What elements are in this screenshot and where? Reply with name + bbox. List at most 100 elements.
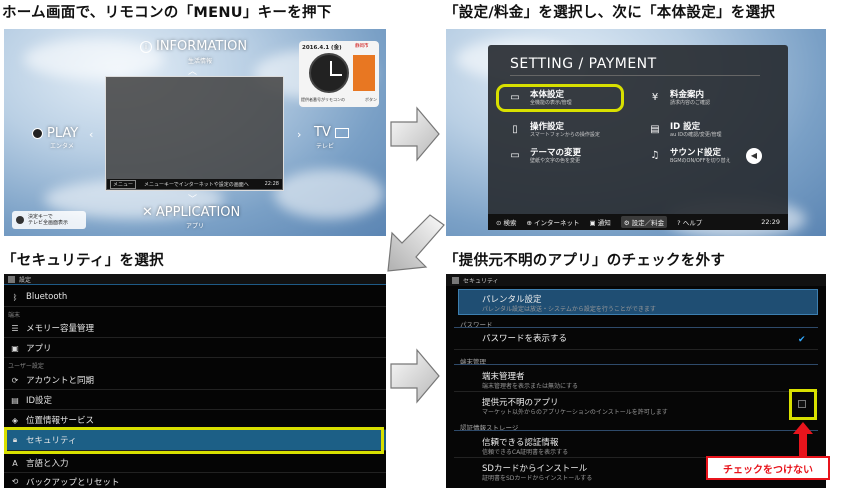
device-admin-sub: 端末管理者を表示または無効にする (482, 383, 579, 390)
settings-list-screen: 設定 ᛒ Bluetooth 端末 ☰ メモリー容量管理 ▣ アプリ ユーザー設… (4, 274, 386, 488)
row-label: バックアップとリセット (26, 477, 120, 488)
row-label: 位置情報サービス (26, 416, 95, 426)
setting-title: SETTING / PAYMENT (510, 56, 657, 72)
section-device: 端末管理 (460, 358, 486, 366)
play-sub: エンタメ (50, 143, 74, 150)
bar-notify-label: 通知 (597, 219, 611, 227)
row-account-sync[interactable]: ⟳ アカウントと同期 (4, 371, 386, 390)
smartphone-icon: ▯ (512, 124, 518, 135)
item-label: 操作設定 (530, 122, 565, 132)
row-backup[interactable]: ⟲ バックアップとリセット (4, 472, 386, 491)
music-note-icon: ♫ (650, 150, 660, 161)
section-user: ユーザー設定 (8, 363, 44, 370)
id-icon: ▤ (11, 395, 19, 405)
bar-help[interactable]: ? ヘルプ (677, 219, 703, 227)
widget-footer: 提供者番号がリモコンの (301, 97, 345, 102)
settings-gear-icon (452, 276, 459, 284)
information-menu[interactable]: i INFORMATION (140, 39, 247, 54)
tv-icon (334, 127, 349, 138)
widget-date: 2016.4.1 (金) (302, 45, 342, 51)
widget-city: 静岡市 (355, 44, 369, 49)
section-password: パスワード (460, 321, 493, 329)
settings-header-label: 設定 (19, 276, 32, 284)
id-card-icon: ▤ (650, 124, 660, 135)
unknown-sources-label: 提供元不明のアプリ (482, 398, 559, 408)
highlight-unknown-sources (789, 389, 817, 420)
play-menu[interactable]: PLAY (32, 126, 78, 141)
row-language[interactable]: A 言語と入力 (4, 454, 386, 473)
item-theme[interactable]: ▭ テーマの変更壁紙や文字の色を変更 (508, 148, 581, 165)
bar-search-label: 検索 (503, 219, 517, 227)
row-label: ID設定 (26, 396, 53, 406)
row-memory[interactable]: ☰ メモリー容量管理 (4, 319, 386, 338)
red-arrow-up-icon (793, 422, 813, 458)
item-hontai-settei[interactable]: ▭ 本体設定全機能の表示/管理 (508, 90, 572, 107)
sync-icon: ⟳ (11, 375, 19, 385)
globe-icon (32, 128, 43, 139)
bar-setting[interactable]: ⚙ 設定／料金 (620, 216, 668, 228)
row-id-settei[interactable]: ▤ ID設定 (4, 391, 386, 410)
item-ryoukin[interactable]: ¥ 料金案内請求内容のご確認 (648, 90, 710, 107)
clock-widget[interactable]: 2016.4.1 (金) 静岡市 提供者番号がリモコンの ボタン (299, 41, 379, 107)
language-icon: A (12, 458, 18, 468)
item-label: テーマの変更 (530, 148, 582, 158)
step2-caption: 「設定/料金」を選択し、次に「本体設定」を選択 (444, 5, 776, 21)
bar-internet[interactable]: ⊕ インターネット (526, 219, 580, 227)
application-sub: アプリ (186, 223, 205, 230)
row-security[interactable]: 🔒︎ セキュリティ (4, 430, 386, 451)
bar-time: 22:29 (761, 218, 780, 226)
security-screen: セキュリティ パレンタル設定 パレンタル設定は放送・システムから設定を行うことが… (446, 274, 826, 488)
menu-badge: メニュー (110, 179, 137, 189)
row-label: メモリー容量管理 (26, 324, 95, 334)
step1-caption: ホーム画面で、リモコンの「MENU」キーを押下 (2, 5, 332, 21)
hint-line1: 決定キーで (28, 214, 53, 220)
storage-icon: ☰ (11, 323, 19, 333)
remote-icon (16, 216, 24, 224)
tv-label: TV (314, 125, 331, 140)
bar-help-label: ヘルプ (682, 219, 703, 227)
item-sub: 壁紙や文字の色を変更 (530, 158, 581, 164)
apps-icon: ▣ (11, 343, 19, 353)
item-label: ID 設定 (670, 122, 701, 132)
row-label: アプリ (26, 344, 52, 354)
row-parental[interactable] (458, 289, 818, 315)
speaker-icon[interactable]: ◀ (746, 148, 762, 164)
trusted-cred-label: 信頼できる認証情報 (482, 438, 559, 448)
setting-screen: SETTING / PAYMENT ▭ 本体設定全機能の表示/管理 ▯ 操作設定… (446, 29, 826, 236)
settings-gear-icon (8, 275, 15, 283)
unknown-sources-sub: マーケット以外からのアプリケーションのインストールを許可します (482, 409, 668, 416)
bar-search[interactable]: ⊙ 検索 (496, 219, 517, 227)
chevron-right-icon: › (297, 128, 302, 141)
row-label: 言語と入力 (26, 459, 69, 469)
row-label: セキュリティ (26, 436, 77, 446)
item-sub: スマートフォンからの操作設定 (530, 132, 600, 138)
monitor-icon: ▭ (510, 150, 520, 161)
row-bluetooth[interactable]: ᛒ Bluetooth (4, 288, 386, 307)
tv-sub: テレビ (316, 143, 335, 150)
tools-icon: ✕ (142, 205, 153, 220)
weather-icon (353, 55, 375, 91)
unknown-sources-checkbox[interactable] (798, 400, 806, 408)
show-password-label: パスワードを表示する (482, 334, 568, 344)
application-menu[interactable]: ✕ APPLICATION (142, 205, 240, 220)
tv-menu[interactable]: TV (314, 125, 349, 140)
settings-header: 設定 (4, 274, 386, 285)
bar-internet-label: インターネット (534, 219, 580, 227)
item-sub: BGMのON/OFFを切り替え (670, 158, 731, 164)
backup-icon: ⟲ (11, 477, 19, 486)
device-admin-label: 端末管理者 (482, 372, 525, 382)
item-label: 本体設定 (530, 90, 565, 100)
item-sousa-settei[interactable]: ▯ 操作設定スマートフォンからの操作設定 (508, 122, 600, 139)
checkmark-icon[interactable]: ✔ (798, 335, 806, 345)
bar-notify[interactable]: ▣ 通知 (589, 219, 611, 227)
security-header: セキュリティ (446, 274, 826, 286)
highlight-hontai (496, 84, 624, 112)
hint-line2: テレビ全画面表示 (28, 220, 69, 226)
tv-preview[interactable]: メニュー メニューキーでインターネットや設定の画面へ 22:28 (105, 76, 284, 191)
information-label: INFORMATION (156, 39, 248, 54)
row-apps[interactable]: ▣ アプリ (4, 339, 386, 358)
install-sd-label: SDカードからインストール (482, 464, 588, 474)
item-sub: 全機能の表示/管理 (530, 100, 572, 106)
